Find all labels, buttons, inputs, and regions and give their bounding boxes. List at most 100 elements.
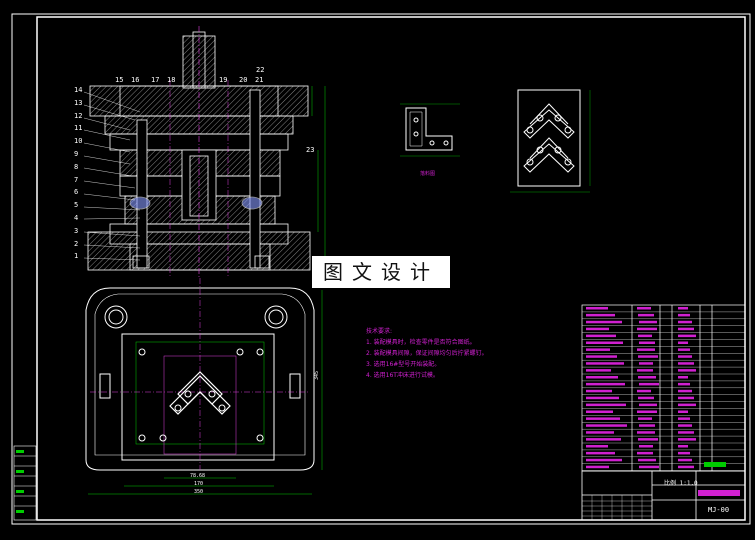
parts-row-material-mark — [678, 431, 694, 434]
scale-label: 比例 1:1.0 — [664, 480, 698, 487]
parts-row-qty-mark — [637, 327, 657, 331]
parts-row-qty-mark — [639, 445, 653, 448]
parts-row-material-mark — [678, 348, 690, 351]
notes-item-2: 2. 装配模具间隙，保证间隙均匀后拧紧螺钉。 — [366, 350, 488, 357]
parts-row-name-mark — [586, 362, 624, 365]
parts-row-name-mark — [586, 431, 614, 434]
part-number-left: 2 — [74, 239, 79, 248]
parts-row-material-mark — [678, 362, 694, 365]
assembly-dimensions — [311, 86, 326, 270]
parts-row-name-mark — [586, 307, 608, 310]
assembly-section-view — [87, 26, 311, 278]
parts-row-name-mark — [586, 396, 619, 400]
parts-row-name-mark — [586, 389, 612, 393]
parts-row-name-mark — [586, 451, 615, 455]
drawing-border-outer — [11, 13, 751, 525]
title-block — [581, 462, 746, 521]
notes-title: 技术要求: — [366, 328, 393, 335]
title-block-grid — [582, 495, 652, 520]
parts-row-material-mark — [678, 403, 696, 407]
parts-row-material-mark — [678, 465, 694, 469]
notes-item-3: 3. 选用16#型号开始装配。 — [366, 361, 441, 368]
parts-row-material-mark — [678, 424, 692, 427]
parts-row-material-mark — [678, 341, 688, 344]
part-number-left: 4 — [74, 214, 79, 222]
parts-row-qty-mark — [637, 369, 653, 372]
part-number-left: 3 — [74, 226, 79, 235]
parts-row-name-mark — [586, 348, 610, 351]
parts-row-qty-mark — [637, 348, 655, 351]
parts-row-qty-mark — [638, 376, 656, 379]
part-number-top: 16 — [131, 76, 140, 84]
watermark: 图文设计 — [312, 256, 450, 288]
part-number-left: 1 — [74, 252, 79, 261]
parts-row-qty-mark — [638, 438, 658, 441]
part-number-top: 18 — [167, 76, 176, 84]
parts-row-qty-mark — [638, 313, 654, 317]
parts-row-qty-mark — [639, 424, 655, 427]
drawing-border-inner — [36, 16, 746, 521]
parts-row-name-mark — [586, 438, 621, 441]
part-number-top: 21 — [255, 76, 264, 84]
parts-row-qty-mark — [638, 334, 652, 338]
parts-row-material-mark — [678, 445, 688, 448]
strip-layout-view — [510, 89, 591, 193]
parts-row-qty-mark — [639, 341, 655, 344]
parts-row-name-mark — [586, 376, 618, 379]
parts-row-name-mark — [586, 417, 620, 420]
parts-row-material-mark — [678, 334, 696, 338]
parts-row-material-mark — [678, 369, 696, 372]
parts-row-qty-mark — [638, 417, 652, 420]
dim-height-right: 345 — [314, 371, 320, 380]
parts-row-qty-mark — [637, 307, 651, 310]
parts-row-name-mark — [586, 458, 622, 462]
parts-row-material-mark — [678, 389, 692, 393]
plan-dimensions — [88, 290, 323, 495]
parts-row-name-mark — [586, 410, 613, 413]
parts-row-material-mark — [678, 438, 696, 441]
parts-row-name-mark — [586, 369, 611, 372]
part-number-left: 6 — [74, 188, 79, 197]
parts-row-qty-mark — [639, 382, 659, 386]
plan-view — [85, 278, 315, 471]
parts-row-material-mark — [678, 382, 690, 386]
parts-row-qty-mark — [638, 396, 654, 400]
parts-row-material-mark — [678, 417, 690, 420]
parts-row-name-mark — [586, 320, 622, 324]
parts-list-rows — [582, 307, 745, 471]
parts-row-qty-mark — [639, 362, 653, 365]
side-revision-strip — [13, 445, 37, 521]
parts-row-material-mark — [678, 410, 688, 413]
parts-row-qty-mark — [637, 431, 655, 434]
parts-row-qty-mark — [638, 355, 658, 358]
part-number-top: 20 — [239, 76, 248, 84]
parts-row-material-mark — [678, 327, 694, 331]
parts-row-material-mark — [678, 376, 688, 379]
parts-row-material-mark — [678, 458, 692, 462]
parts-row-material-mark — [678, 355, 692, 358]
parts-row-qty-mark — [639, 403, 657, 407]
part-number-left: 11 — [74, 124, 83, 133]
parts-row-name-mark — [586, 403, 626, 407]
parts-row-name-mark — [586, 327, 609, 331]
parts-row-qty-mark — [639, 465, 659, 469]
parts-row-name-mark — [586, 341, 623, 344]
dim-width-inner: 170 — [194, 481, 203, 487]
parts-row-qty-mark — [639, 320, 657, 324]
parts-row-qty-mark — [637, 410, 657, 413]
parts-row-name-mark — [586, 334, 616, 338]
part-number-left: 10 — [74, 137, 83, 146]
part-number-left: 12 — [74, 111, 83, 120]
parts-row-name-mark — [586, 465, 609, 469]
parts-row-name-mark — [586, 382, 625, 386]
parts-row-name-mark — [586, 355, 617, 358]
part-number-top: 22 — [256, 66, 265, 74]
part-number-right: 23 — [306, 146, 315, 154]
parts-row-material-mark — [678, 320, 692, 324]
parts-row-name-mark — [586, 445, 608, 448]
parts-row-material-mark — [678, 396, 694, 400]
parts-row-qty-mark — [637, 389, 651, 393]
part-number-top: 17 — [151, 76, 160, 84]
parts-row-name-mark — [586, 313, 615, 317]
